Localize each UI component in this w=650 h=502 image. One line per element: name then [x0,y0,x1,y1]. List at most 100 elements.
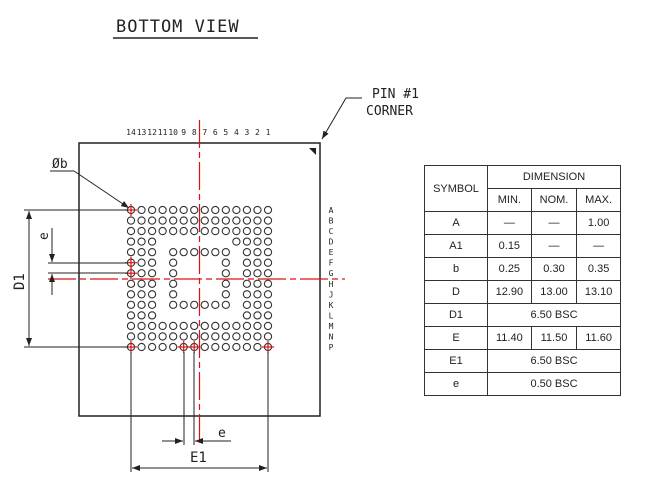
symbol-cell: A1 [424,234,488,258]
solder-ball [232,332,241,341]
solder-ball [211,216,220,225]
pin1-leader [321,97,362,140]
solder-ball [221,226,230,236]
symbol-cell: b [424,257,488,281]
column-number: 6 [213,128,218,137]
solder-ball [253,216,262,225]
solder-ball [126,248,136,257]
e-label-vertical: e [37,232,52,240]
column-number: 1 [266,128,271,137]
solder-ball [242,290,252,299]
solder-ball [158,321,167,331]
solder-ball [253,205,262,215]
solder-ball [147,226,157,236]
solder-ball [242,216,252,225]
solder-ball [137,290,146,299]
row-letter: D [329,238,334,247]
column-number: 10 [168,128,178,137]
row-letter: J [329,290,334,299]
column-number: 2 [255,128,260,137]
nom-cell: 11.50 [530,326,578,350]
column-number: 3 [245,128,250,137]
symbol-cell: E [424,326,488,350]
solder-ball [137,332,146,341]
solder-ball [190,248,199,257]
solder-ball [169,321,178,331]
solder-ball [147,269,157,278]
symbol-cell: D [424,280,488,304]
max-cell: 11.60 [576,326,621,350]
row-letter: K [329,301,334,310]
min-header: MIN. [487,188,532,212]
symbol-cell: E1 [424,349,488,373]
solder-ball [211,332,220,341]
view-title: BOTTOM VIEW [116,17,240,37]
value-cell: 6.50 BSC [487,349,621,373]
solder-ball [190,226,199,236]
solder-ball [200,300,209,309]
solder-ball [242,332,252,341]
row-letter: B [329,217,334,226]
solder-ball [137,216,146,225]
solder-ball [221,342,230,352]
column-number: 13 [137,128,147,137]
column-number: 11 [158,128,168,137]
solder-ball [147,290,157,299]
solder-ball [137,258,146,267]
column-number: 12 [147,128,157,137]
solder-ball [137,321,146,331]
solder-ball [263,311,273,320]
solder-ball [126,290,136,299]
solder-ball [242,226,252,236]
symbol-header: SYMBOL [424,165,488,212]
solder-ball [137,300,146,309]
solder-ball [169,279,178,288]
d1-label: D1 [12,273,28,290]
solder-ball [232,321,241,331]
row-letter: C [329,227,334,236]
nom-cell: — [530,234,578,258]
solder-ball [126,321,136,331]
solder-ball [263,321,273,331]
solder-ball [169,269,178,278]
solder-ball [190,205,199,215]
max-cell: 1.00 [576,211,621,235]
row-letter: G [329,269,334,278]
row-letter: L [329,311,334,320]
dimension-header: DIMENSION [487,165,621,189]
nom-header: NOM. [530,188,578,212]
solder-ball [253,342,262,352]
solder-ball [253,237,262,246]
solder-ball [137,279,146,288]
pin1-label-line2: CORNER [366,104,413,119]
solder-ball [200,248,209,257]
value-cell: 0.50 BSC [487,372,621,396]
symbol-cell: e [424,372,488,396]
solder-ball [137,248,146,257]
max-header: MAX. [576,188,621,212]
column-number: 4 [234,128,239,137]
symbol-cell: A [424,211,488,235]
row-letter: P [329,343,334,352]
solder-ball [211,205,220,215]
solder-ball [169,216,178,225]
solder-ball [232,226,241,236]
solder-ball [253,311,262,320]
solder-ball [263,290,273,299]
solder-ball [263,269,273,278]
solder-ball [211,226,220,236]
solder-ball [169,258,178,267]
solder-ball [200,321,209,331]
solder-ball [158,216,167,225]
solder-ball [137,269,146,278]
solder-ball [179,205,188,215]
solder-ball [253,226,262,236]
solder-ball [263,300,273,309]
solder-ball [221,279,230,288]
column-number: 8 [192,128,197,137]
